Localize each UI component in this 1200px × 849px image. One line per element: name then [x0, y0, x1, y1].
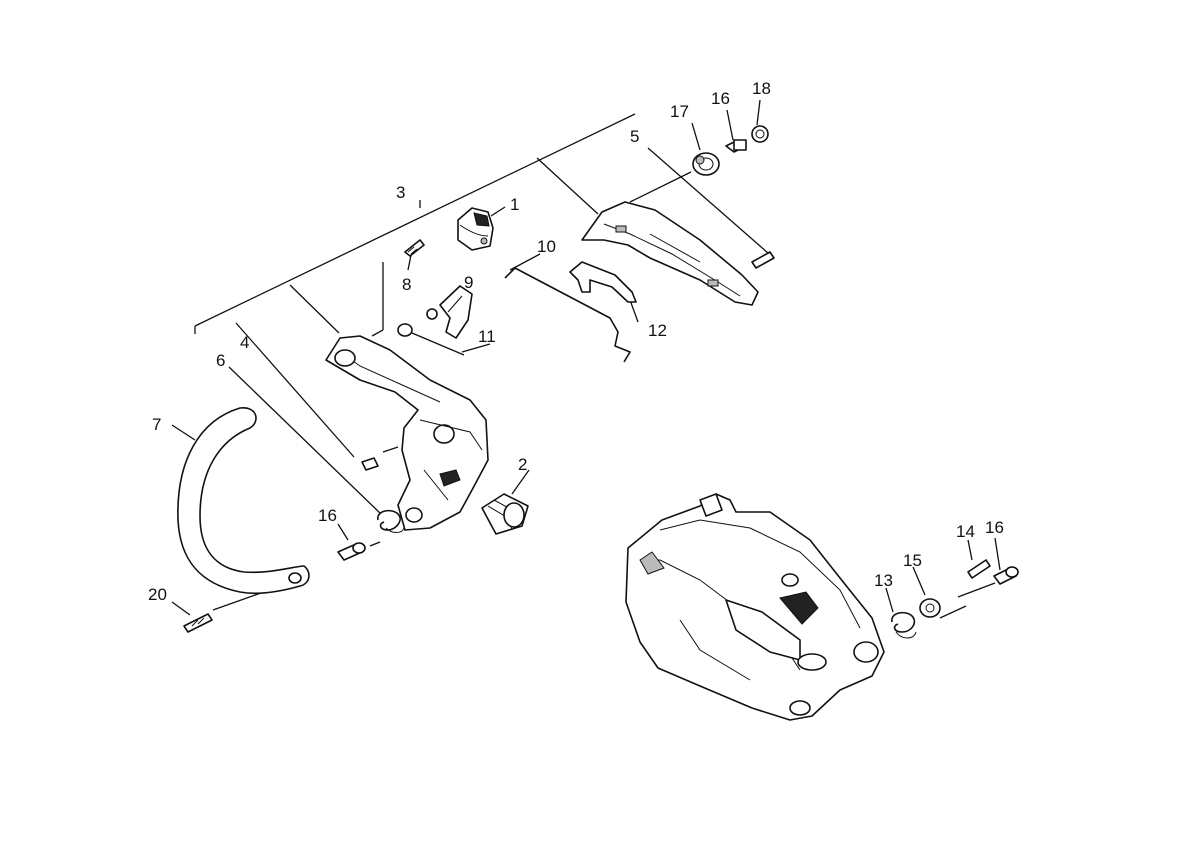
- callout-labels: 1 2 3 4 5 6 7 8 9 10 11 12 13 14 15 16 1…: [148, 79, 1004, 604]
- spring-part-6: [377, 509, 405, 533]
- washer-part-15: [919, 598, 941, 618]
- callout-20: 20: [148, 585, 167, 604]
- screw-part-5: [751, 251, 775, 269]
- callout-9: 9: [464, 273, 473, 292]
- callout-7: 7: [152, 415, 161, 434]
- rod-part-10: [504, 267, 631, 363]
- callout-5: 5: [630, 127, 639, 146]
- callout-15: 15: [903, 551, 922, 570]
- callout-2: 2: [518, 455, 527, 474]
- callout-18: 18: [752, 79, 771, 98]
- leader-lines: [171, 99, 1001, 619]
- throttle-lock-part: [426, 285, 473, 339]
- callout-16-left: 16: [318, 506, 337, 525]
- front-handle-bar-part: [177, 407, 310, 595]
- callout-17: 17: [670, 102, 689, 121]
- bolt-part-16-right: [993, 566, 1019, 585]
- callout-1: 1: [510, 195, 519, 214]
- callout-8: 8: [402, 275, 411, 294]
- screw-part-14: [967, 559, 991, 579]
- pin-part-4: [361, 457, 379, 471]
- callout-3: 3: [396, 183, 405, 202]
- callout-11: 11: [478, 327, 496, 346]
- assembly-bracket-lines: [194, 113, 636, 337]
- throttle-trigger-part: [569, 261, 637, 303]
- callout-6: 6: [216, 351, 225, 370]
- bolt-part-16-left: [337, 542, 366, 561]
- bolt-part-16-top: [725, 139, 747, 153]
- rear-handle-housing-part: [325, 335, 489, 531]
- handle-cover-part: [581, 201, 759, 306]
- spring-part-13: [891, 611, 917, 639]
- screw-part-8: [404, 239, 425, 257]
- callout-16-top: 16: [711, 89, 730, 108]
- callout-10: 10: [537, 237, 556, 256]
- spring-part-11: [397, 323, 465, 356]
- switch-part: [457, 207, 494, 251]
- screw-part-20: [183, 613, 213, 633]
- callout-16-right: 16: [985, 518, 1004, 537]
- callout-12: 12: [648, 321, 667, 340]
- washer-part-18: [751, 125, 769, 143]
- grommet-part-17: [692, 152, 720, 176]
- callout-4: 4: [240, 333, 249, 352]
- callout-13: 13: [874, 571, 893, 590]
- crankcase-part: [625, 493, 885, 721]
- callout-14: 14: [956, 522, 975, 541]
- rubber-mount-part: [481, 493, 529, 535]
